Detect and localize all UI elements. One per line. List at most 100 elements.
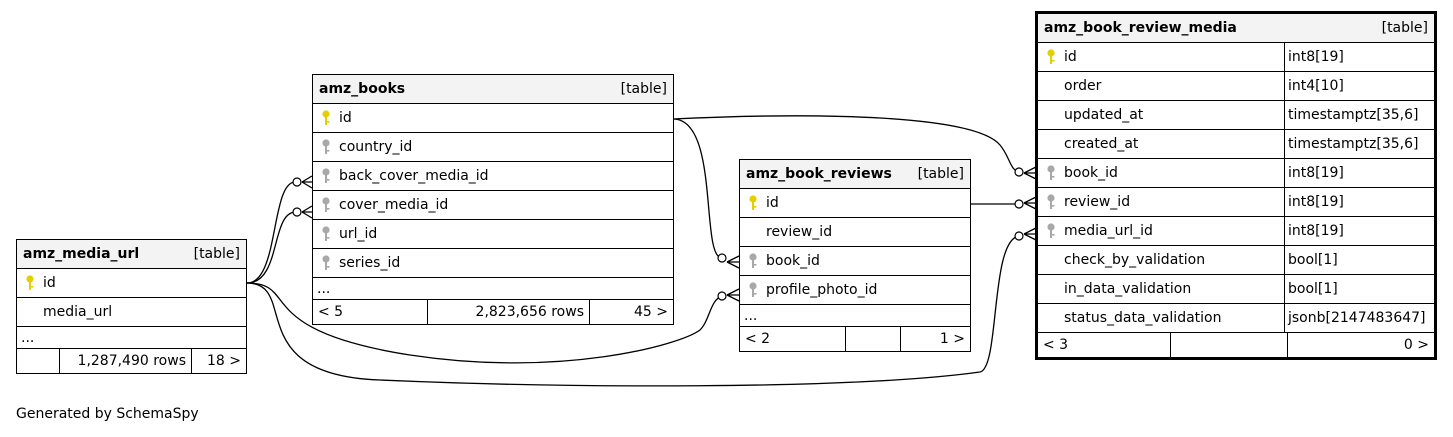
column-cell: url_id (313, 220, 673, 248)
column-cell: media_url (17, 298, 246, 326)
table-header[interactable]: amz_book_reviews [table] (740, 160, 970, 189)
table-header[interactable]: amz_books [table] (313, 75, 673, 104)
row-count (1170, 333, 1287, 357)
table-header[interactable]: amz_media_url [table] (17, 240, 246, 269)
column-row[interactable]: review_id (740, 218, 970, 247)
column-name: order (1064, 78, 1102, 94)
edge-media-to-profile-photo (246, 282, 723, 364)
foreign-key-icon (746, 252, 760, 270)
foreign-key-icon (1044, 164, 1058, 182)
column-name: id (339, 110, 352, 126)
table-header[interactable]: amz_book_review_media [table] (1038, 14, 1434, 43)
column-name: book_id (1064, 165, 1118, 181)
foreign-key-icon (319, 225, 333, 243)
column-cell: country_id (313, 133, 673, 161)
column-name: id (43, 275, 56, 291)
column-type: int8[19] (1284, 43, 1434, 71)
parents-count[interactable]: < 5 (318, 304, 344, 320)
more-columns-ellipsis[interactable]: ... (17, 327, 246, 349)
edge-media-to-review-media (246, 235, 1020, 387)
column-row[interactable]: media_url (17, 298, 246, 327)
children-count[interactable]: 18 > (191, 349, 246, 373)
table-footer: 1,287,490 rows 18 > (17, 349, 246, 373)
column-row[interactable]: id (17, 269, 246, 298)
parents-count[interactable] (17, 349, 59, 373)
parents-count[interactable]: < 2 (745, 331, 771, 347)
more-columns-ellipsis[interactable]: ... (313, 278, 673, 300)
column-name: review_id (766, 224, 833, 240)
column-name: created_at (1064, 136, 1139, 152)
column-row[interactable]: id (740, 189, 970, 218)
column-row[interactable]: url_id (313, 220, 673, 249)
optional-circle (1014, 231, 1024, 241)
column-row[interactable]: cover_media_id (313, 191, 673, 220)
row-count: 2,823,656 rows (427, 300, 589, 324)
table-amz-books[interactable]: amz_books [table] id country_id back_cover… (312, 74, 674, 325)
row-count (845, 327, 900, 351)
children-count[interactable]: 45 > (589, 300, 673, 324)
optional-circle (717, 291, 727, 301)
foreign-key-icon (319, 196, 333, 214)
table-amz-book-review-media[interactable]: amz_book_review_media [table] id int8[19]… (1035, 11, 1437, 360)
column-name: country_id (339, 139, 413, 155)
column-row[interactable]: series_id (313, 249, 673, 278)
column-name: url_id (339, 226, 378, 242)
column-name: check_by_validation (1064, 252, 1206, 268)
column-cell: media_url_id (1038, 217, 1284, 245)
crows-foot (1023, 196, 1037, 210)
column-name: review_id (1064, 194, 1131, 210)
column-row[interactable]: country_id (313, 133, 673, 162)
column-cell: updated_at (1038, 101, 1284, 129)
column-cell: id (740, 189, 970, 217)
table-name: amz_book_reviews (746, 166, 892, 182)
children-count[interactable]: 1 > (900, 327, 970, 351)
table-name: amz_book_review_media (1044, 20, 1237, 36)
column-row[interactable]: created_at timestamptz[35,6] (1038, 130, 1434, 159)
primary-key-icon (319, 109, 333, 127)
column-row[interactable]: profile_photo_id (740, 276, 970, 305)
table-amz-media-url[interactable]: amz_media_url [table] id media_url ... 1,… (16, 239, 247, 374)
table-kind: [table] (1381, 20, 1428, 36)
column-row[interactable]: id (313, 104, 673, 133)
edge-media-to-back-cover (246, 181, 298, 284)
table-kind: [table] (193, 246, 240, 262)
more-columns-ellipsis[interactable]: ... (740, 305, 970, 327)
column-type: timestamptz[35,6] (1284, 101, 1434, 129)
foreign-key-icon (319, 138, 333, 156)
table-footer: < 2 1 > (740, 327, 970, 351)
column-cell: order (1038, 72, 1284, 100)
table-footer: < 3 0 > (1038, 333, 1434, 357)
parents-count[interactable]: < 3 (1043, 337, 1069, 353)
column-type: timestamptz[35,6] (1284, 130, 1434, 158)
column-name: series_id (339, 255, 401, 271)
column-name: status_data_validation (1064, 310, 1222, 326)
children-count[interactable]: 0 > (1287, 333, 1434, 357)
edge-media-to-cover (246, 211, 298, 284)
optional-circle (717, 253, 727, 263)
column-row[interactable]: status_data_validation jsonb[2147483647] (1038, 304, 1434, 333)
column-row[interactable]: id int8[19] (1038, 43, 1434, 72)
column-cell: book_id (740, 247, 970, 275)
column-name: updated_at (1064, 107, 1144, 123)
column-name: book_id (766, 253, 820, 269)
column-cell: profile_photo_id (740, 276, 970, 304)
column-row[interactable]: book_id (740, 247, 970, 276)
table-name: amz_books (319, 81, 406, 97)
generated-by-label: Generated by SchemaSpy (16, 406, 199, 422)
column-type: jsonb[2147483647] (1284, 304, 1434, 332)
optional-circle (1014, 167, 1024, 177)
optional-circle (292, 177, 302, 187)
column-type: bool[1] (1284, 246, 1434, 274)
column-row[interactable]: check_by_validation bool[1] (1038, 246, 1434, 275)
crows-foot (301, 205, 313, 219)
column-row[interactable]: updated_at timestamptz[35,6] (1038, 101, 1434, 130)
column-row[interactable]: back_cover_media_id (313, 162, 673, 191)
crows-foot (1023, 166, 1037, 180)
column-name: id (1064, 49, 1077, 65)
